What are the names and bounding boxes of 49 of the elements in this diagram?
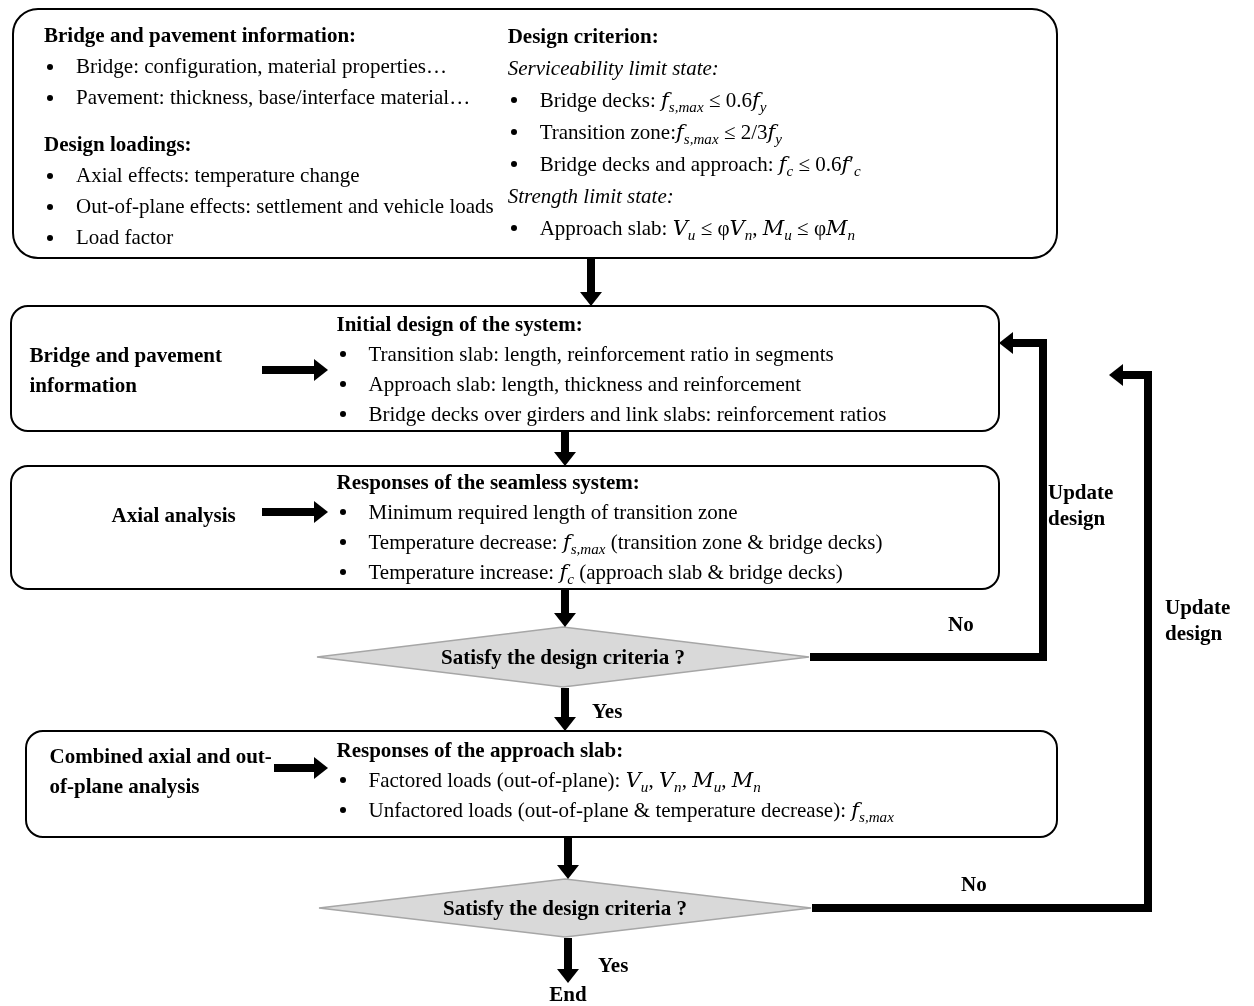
info-box [12, 8, 1058, 259]
arrow [580, 259, 602, 306]
bullet-item: Unfactored loads (out-of-plane & temperature decrease): 𝑓$_{s,max}$ [336, 794, 1037, 825]
analysis-label: Bridge and pavement information [29, 339, 262, 400]
arrow [554, 590, 576, 627]
bullet-item: Pavement: thickness, base/interface material… [44, 82, 494, 113]
bullet-item: Transition zone:𝑓$_{s,max}$ ≤ 2/3𝑓$_{y}$ [507, 116, 861, 148]
heading: Design loadings: [44, 131, 193, 158]
analysis-label: Combined axial and out-of-plane analysis [49, 740, 274, 801]
arrow [557, 838, 579, 879]
edge-label: No [948, 612, 974, 637]
bullet-item: Approach slab: length, thickness and reinforcement [336, 368, 997, 399]
bullet-item: Bridge decks and approach: 𝑓$_{c}$ ≤ 0.6𝑓′$_{c}$ [507, 148, 861, 180]
note-label: Update design [1048, 479, 1115, 531]
heading: Design criterion: [507, 23, 660, 50]
edge-label: Yes [592, 699, 623, 724]
subheading: Strength limit state: [507, 183, 675, 210]
arrow [554, 688, 576, 731]
process-box [25, 730, 1058, 838]
arrow [557, 938, 579, 983]
bullet-item: Load factor [44, 222, 494, 253]
decision-diamond: Satisfy the design criteria ? [316, 626, 810, 688]
bullet-item: Bridge: configuration, material properties… [44, 51, 494, 82]
arrow [554, 432, 576, 466]
bullet-item: Approach slab: 𝑉$_{u}$ ≤ φ𝑉$_{n}$, 𝑀$_{u}$ ≤ φ𝑀$_{n}$ [507, 212, 861, 244]
subheading: Serviceability limit state: [507, 55, 720, 82]
arrow [810, 332, 1047, 661]
heading: Responses of the approach slab: [336, 736, 625, 764]
process-box [10, 465, 1000, 590]
edge-label: No [961, 872, 987, 897]
bullet-item: Bridge decks: 𝑓$_{s,max}$ ≤ 0.6𝑓$_{y}$ [507, 84, 861, 116]
bullet-item: Axial effects: temperature change [44, 160, 494, 191]
process-box [10, 305, 1000, 432]
heading: Initial design of the system: [336, 310, 584, 338]
arrow [812, 364, 1152, 912]
heading: Responses of the seamless system: [336, 468, 641, 496]
bullet-item: Factored loads (out-of-plane): 𝑉$_{u}$, 𝑉$_{n}$, 𝑀$_{u}$, 𝑀$_{n}$ [336, 764, 1037, 795]
bullet-item: Bridge decks over girders and link slabs: reinforcement ratios [336, 398, 997, 429]
note-label: Update design [1165, 594, 1232, 646]
analysis-label: Axial analysis [111, 499, 262, 530]
bullet-item: Transition slab: length, reinforcement ratio in segments [336, 338, 997, 369]
bullet-item: Temperature decrease: 𝑓$_{s,max}$ (transition zone & bridge decks) [336, 526, 997, 557]
end-label: End [545, 982, 591, 1006]
edge-label: Yes [598, 953, 629, 978]
heading: Bridge and pavement information: [44, 22, 358, 49]
bullet-item: Temperature increase: 𝑓$_{c}$ (approach slab & bridge decks) [336, 556, 997, 587]
bullet-item: Out-of-plane effects: settlement and vehicle loads [44, 191, 494, 222]
bullet-item: Minimum required length of transition zone [336, 496, 997, 527]
decision-diamond: Satisfy the design criteria ? [318, 878, 812, 938]
